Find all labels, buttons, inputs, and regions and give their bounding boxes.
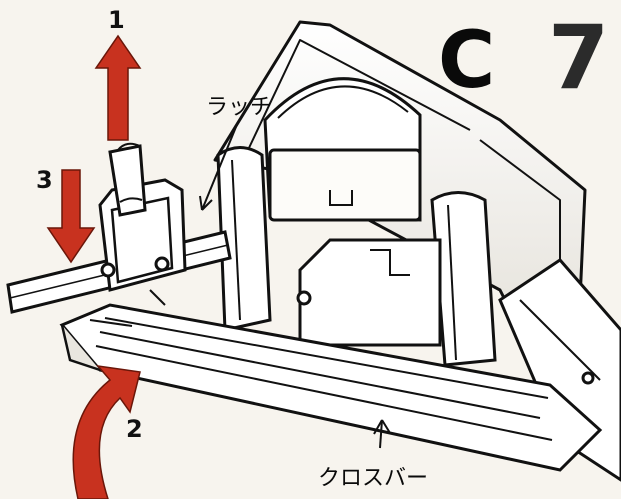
red-up-arrow: [94, 34, 142, 141]
step-2-label: 2: [126, 415, 143, 443]
crossbar-pointer: [379, 419, 383, 449]
left-post: [216, 146, 272, 332]
latch: [98, 142, 187, 306]
headrest: [263, 77, 422, 222]
red-curved-arrow: [72, 364, 141, 499]
step-3-label: 3: [36, 166, 53, 194]
callout-pointers: [199, 121, 391, 449]
latch-pointer: [201, 121, 239, 211]
crossbar: [59, 303, 603, 472]
latch-label: ラッチ: [206, 95, 273, 120]
red-down-arrow: [46, 169, 96, 264]
crossbar-label: クロスバー: [318, 466, 429, 491]
center-block: [296, 238, 442, 347]
panel-letter: C: [438, 16, 496, 106]
panel-number: 7: [548, 6, 610, 109]
step-1-label: 1: [108, 6, 125, 34]
right-post: [430, 191, 497, 367]
crossbar-pointer-head: [373, 419, 391, 435]
latch-pointer-head: [199, 195, 213, 211]
